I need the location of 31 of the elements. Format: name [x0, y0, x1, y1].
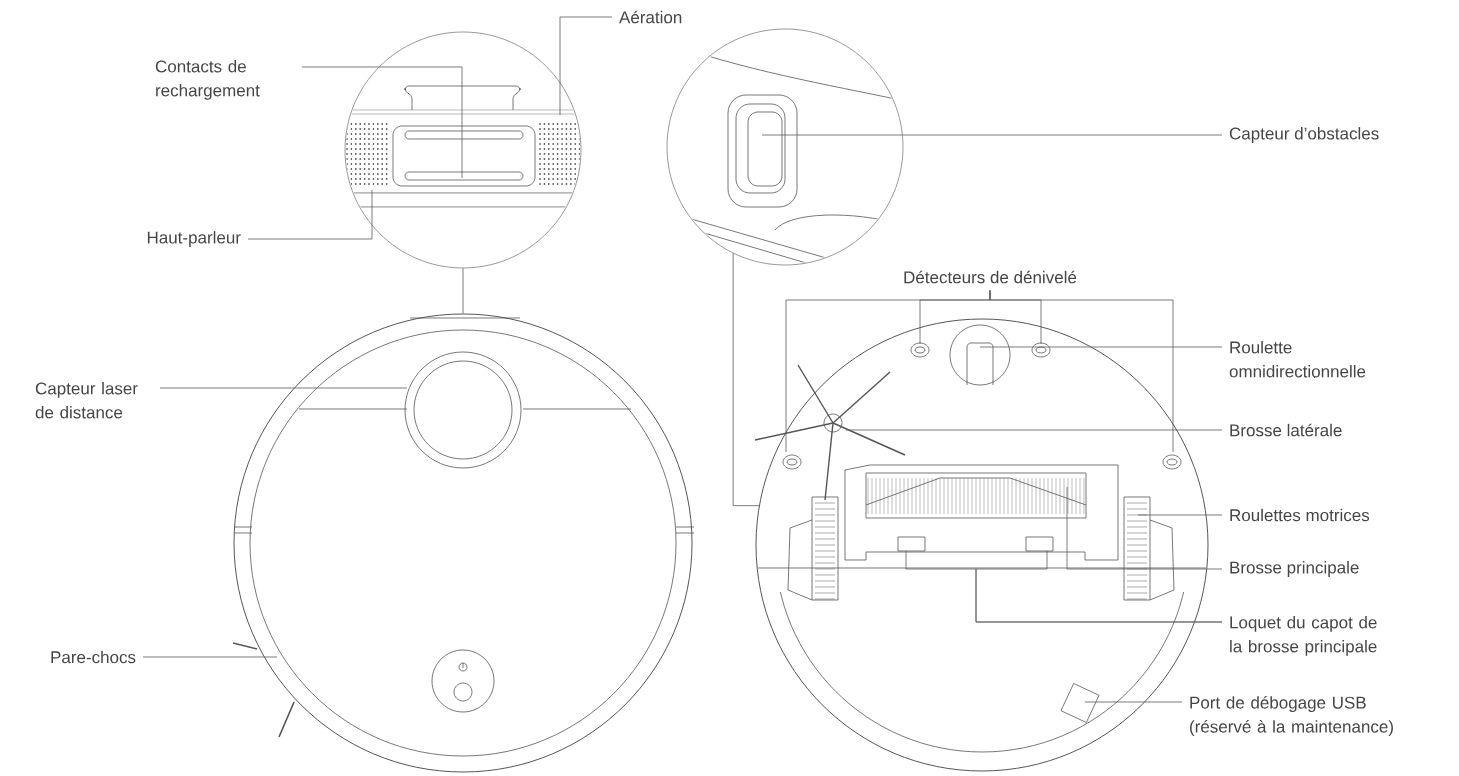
leader-line — [159, 387, 408, 389]
part-label: Loquet du capot de la brosse principale — [1230, 616, 1377, 656]
leader-line — [979, 346, 1223, 348]
part-label: Aération — [619, 10, 682, 24]
leader-line — [142, 656, 278, 658]
part-label: Détecteurs de dénivelé — [904, 270, 1077, 284]
connector-line — [732, 252, 760, 507]
connector-line — [462, 267, 464, 314]
leader-line — [1137, 514, 1223, 516]
leader-line — [247, 189, 373, 240]
leader-line — [845, 429, 1223, 431]
part-label: Capteur laser de distance — [35, 382, 138, 419]
part-label: Brosse principale — [1230, 561, 1359, 577]
part-label: Roulette omnidirectionnelle — [1229, 341, 1366, 378]
detail-inset-drawing — [666, 28, 904, 266]
part-label: Pare-chocs — [51, 650, 136, 664]
part-label: Capteur d’obstacles — [1229, 127, 1379, 143]
leader-line — [1066, 486, 1223, 570]
part-label: Roulettes motrices — [1230, 508, 1370, 522]
leader-line — [301, 66, 463, 179]
part-label: Contacts de rechargement — [155, 60, 260, 100]
part-label: Haut-parleur — [147, 231, 241, 247]
leader-line — [1084, 701, 1183, 703]
part-label: Port de débogage USB (réservé à la maintenance) — [1190, 696, 1393, 736]
robot-top-view-drawing — [232, 313, 695, 773]
leader-line — [761, 134, 1223, 136]
detail-inset-drawing — [344, 31, 582, 269]
part-label: Brosse latérale — [1230, 423, 1342, 437]
leader-line — [559, 16, 613, 116]
leader-line — [989, 289, 1174, 453]
leader-line — [975, 550, 1223, 623]
